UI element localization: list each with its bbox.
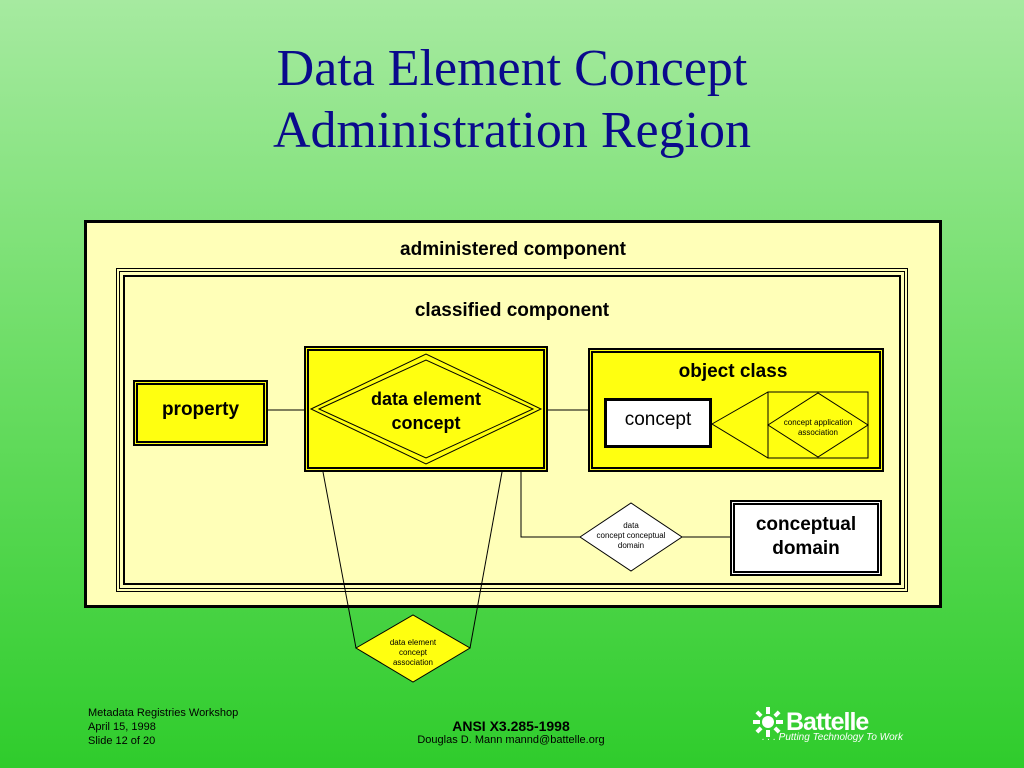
data-concept-conceptual-domain-label: data concept conceptual domain (580, 521, 682, 551)
concept-entity: concept (604, 398, 712, 448)
conceptual-domain-label: conceptual domain (735, 513, 877, 561)
caa-line-1: concept application (783, 418, 853, 427)
footer-left: Metadata Registries Workshop April 15, 1… (88, 706, 238, 748)
title-line-2: Administration Region (272, 102, 752, 159)
dec-diamond (309, 353, 543, 465)
workshop-name: Metadata Registries Workshop (88, 707, 239, 719)
dec-label: data element concept (309, 387, 543, 435)
dccd-line-1: data (623, 521, 639, 530)
conceptual-domain-entity: conceptual domain (730, 500, 882, 576)
concept-label: concept (624, 409, 692, 430)
object-class-label: object class (678, 361, 788, 382)
deca-line-1: data element (389, 638, 437, 647)
logo-tagline: . . . Putting Technology To Work (762, 732, 904, 743)
property-entity: property (133, 380, 268, 446)
dec-label-line-1: data element (370, 389, 482, 409)
data-element-concept-association-label: data element concept association (356, 638, 470, 668)
dec-label-line-2: concept (391, 413, 461, 433)
deca-line-3: association (392, 658, 434, 667)
battelle-logo: Battelle . . . Putting Technology To Wor… (752, 706, 942, 746)
dccd-line-2: concept conceptual (596, 531, 666, 540)
administered-component-label: administered component (400, 239, 626, 260)
slide-number: Slide 12 of 20 (88, 735, 156, 747)
logo-wordmark: Battelle (786, 708, 869, 736)
concept-application-association-label: concept application association (768, 418, 868, 438)
title-line-1: Data Element Concept (276, 40, 748, 97)
classified-component-label: classified component (414, 300, 610, 321)
standard-id: ANSI X3.285-1998 (452, 718, 570, 734)
caa-line-2: association (797, 428, 839, 437)
slide-title: Data Element Concept Administration Regi… (0, 38, 1024, 162)
workshop-date: April 15, 1998 (88, 721, 156, 733)
deca-line-2: concept (398, 648, 428, 657)
battelle-emblem-icon (753, 707, 783, 737)
author-contact: Douglas D. Mann mannd@battelle.org (417, 734, 605, 746)
footer-center: ANSI X3.285-1998 Douglas D. Mann mannd@b… (356, 718, 666, 746)
cd-line-1: conceptual (755, 514, 857, 535)
data-element-concept-entity: data element concept (304, 346, 548, 472)
property-label: property (161, 399, 240, 420)
cd-line-2: domain (772, 538, 840, 559)
dccd-line-3: domain (617, 541, 645, 550)
